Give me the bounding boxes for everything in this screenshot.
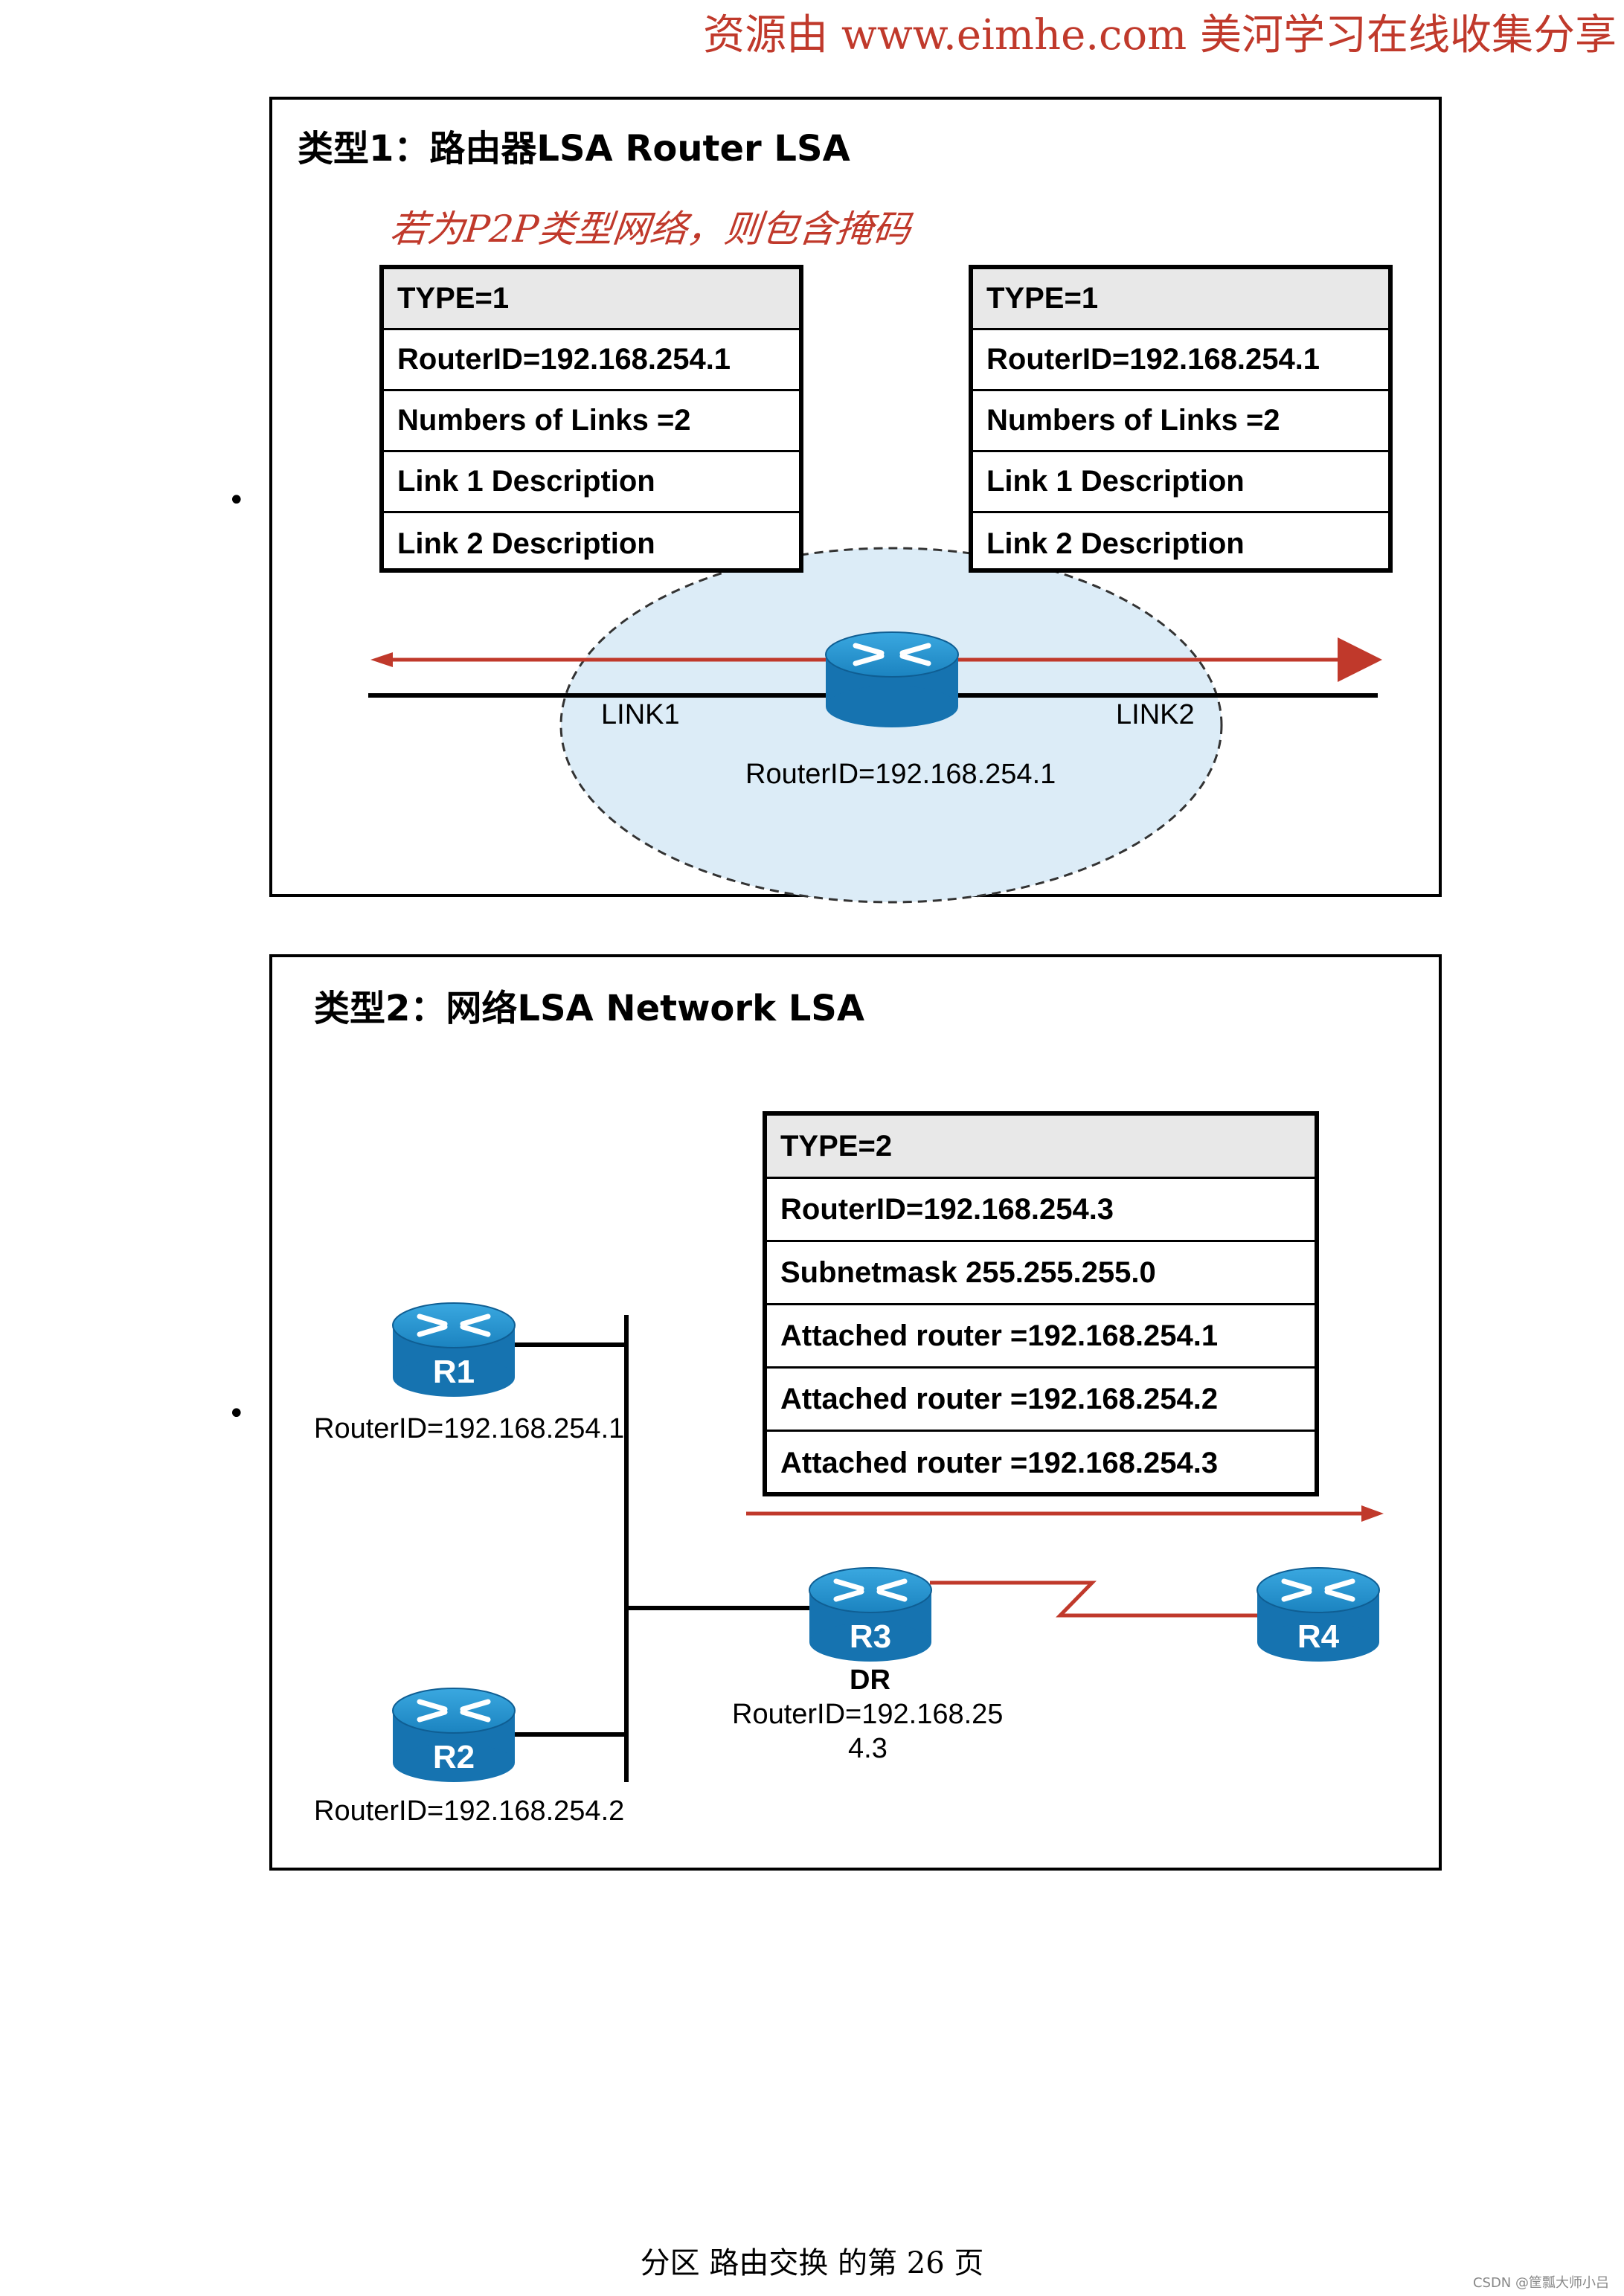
lsa-type-row: TYPE=1 [973,269,1388,330]
lsa-type-row: TYPE=2 [767,1116,1315,1179]
r3-router-icon [809,1567,932,1662]
lsa-attached-router-row: Attached router =192.168.254.1 [767,1305,1315,1369]
router-lsa-table-right: TYPE=1 RouterID=192.168.254.1 Numbers of… [969,265,1393,573]
network-lsa-table: TYPE=2 RouterID=192.168.254.3 Subnetmask… [763,1111,1319,1496]
r3-role-label: DR [850,1665,890,1696]
router-icon [825,631,959,727]
r4-router-icon [1256,1567,1380,1662]
router-lsa-title: 类型1：路由器LSA Router LSA [298,128,850,170]
r1-name: R1 [432,1354,475,1390]
lsa-routerid-row: RouterID=192.168.254.1 [384,330,799,391]
serial-link [930,1580,1257,1618]
r1-router-icon [392,1302,516,1397]
lsa-links-count-row: Numbers of Links =2 [384,391,799,452]
r2-name: R2 [432,1739,475,1775]
lsa-attached-router-row: Attached router =192.168.254.2 [767,1369,1315,1432]
arrow-right-head [1361,1505,1384,1522]
lsa-link2-row: Link 2 Description [986,527,1245,560]
lsa-routerid-row: RouterID=192.168.254.3 [767,1179,1315,1242]
bullet-marker: • [228,1397,245,1431]
link1-label: LINK1 [601,699,680,730]
lsa-subnetmask-row: Subnetmask 255.255.255.0 [767,1242,1315,1305]
lsa-routerid-row: RouterID=192.168.254.1 [973,330,1388,391]
lsa-attached-router-row: Attached router =192.168.254.3 [780,1447,1219,1479]
r4-name: R4 [1297,1618,1340,1655]
r1-router-id: RouterID=192.168.254.1 [314,1413,625,1444]
r3-name: R3 [849,1618,892,1655]
csdn-watermark: CSDN @筐瓢大师小吕 [1472,2275,1609,2291]
r3-router-id-line1: RouterID=192.168.25 [732,1699,1004,1730]
r3-router-id-line2: 4.3 [848,1733,888,1764]
link2-label: LINK2 [1116,699,1195,730]
lsa-link2-row: Link 2 Description [397,527,655,560]
r2-router-id: RouterID=192.168.254.2 [314,1795,625,1827]
network-lsa-title: 类型2：网络LSA Network LSA [314,988,865,1029]
router-lsa-table-left: TYPE=1 RouterID=192.168.254.1 Numbers of… [379,265,803,573]
arrow-left-head [370,652,393,667]
r2-router-icon [392,1688,516,1782]
bullet-marker: • [228,483,245,518]
lsa-type-row: TYPE=1 [384,269,799,330]
lsa-link1-row: Link 1 Description [384,452,799,513]
lsa-link1-row: Link 1 Description [973,452,1388,513]
source-banner: 资源由 www.eimhe.com 美河学习在线收集分享 [703,11,1617,60]
lsa-links-count-row: Numbers of Links =2 [973,391,1388,452]
router-id-label: RouterID=192.168.254.1 [745,759,1056,790]
page-footer: 分区 路由交换 的第 26 页 [640,2246,984,2280]
